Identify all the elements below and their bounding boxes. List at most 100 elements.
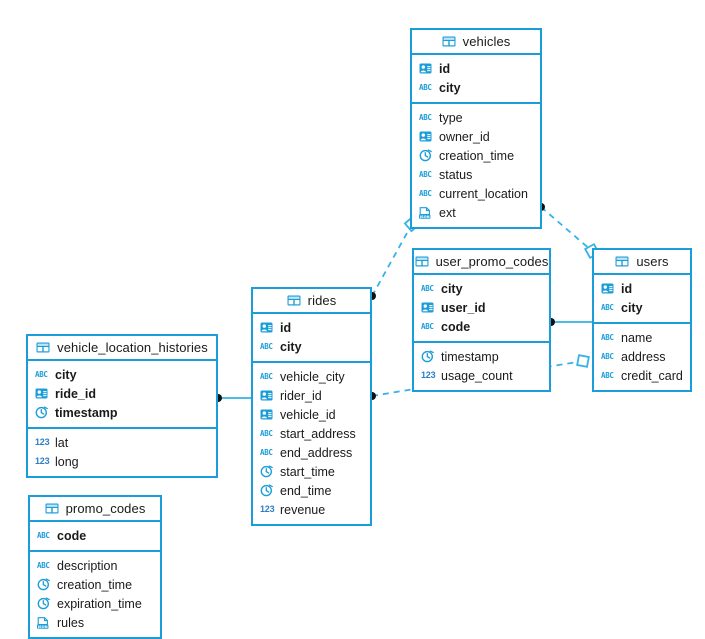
number-icon: 123 <box>35 456 50 466</box>
abc-icon: ABC <box>419 169 432 179</box>
column-row[interactable]: rider_id <box>253 386 370 405</box>
table-header-users[interactable]: users <box>594 250 690 275</box>
column-row[interactable]: owner_id <box>412 127 540 146</box>
column-name: end_time <box>280 483 332 498</box>
clock-icon <box>260 484 275 497</box>
column-row[interactable]: end_time <box>253 481 370 500</box>
column-row[interactable]: ABC city <box>412 78 540 97</box>
column-name: status <box>439 167 473 182</box>
column-name: rules <box>57 615 85 630</box>
column-name: usage_count <box>441 368 513 383</box>
table-icon <box>415 255 430 268</box>
abc-icon: ABC <box>260 341 273 351</box>
relationship-vehicle_location_histories-to-rides[interactable] <box>214 394 251 402</box>
column-row[interactable]: 123 lat <box>28 433 216 452</box>
table-header-user_promo_codes[interactable]: user_promo_codes <box>414 250 549 275</box>
column-name: current_location <box>439 186 528 201</box>
table-header-rides[interactable]: rides <box>253 289 370 314</box>
column-row[interactable]: creation_time <box>412 146 540 165</box>
column-name: ride_id <box>55 386 96 401</box>
column-row[interactable]: ABC status <box>412 165 540 184</box>
column-row[interactable]: timestamp <box>28 403 216 422</box>
json-icon: JSON <box>419 206 434 219</box>
column-row[interactable]: id <box>253 318 370 337</box>
table-icon <box>36 341 51 354</box>
column-name: code <box>441 319 471 334</box>
column-name: end_address <box>280 445 353 460</box>
clock-icon <box>260 465 275 478</box>
table-icon <box>45 502 60 515</box>
column-name: address <box>621 349 666 364</box>
column-row[interactable]: ride_id <box>28 384 216 403</box>
table-header-vehicles[interactable]: vehicles <box>412 30 540 55</box>
abc-icon: ABC <box>37 530 50 540</box>
abc-icon: ABC <box>421 283 434 293</box>
clock-icon <box>35 406 50 419</box>
table-header-vehicle_location_histories[interactable]: vehicle_location_histories <box>28 336 216 361</box>
column-row[interactable]: user_id <box>414 298 549 317</box>
relationship-user_promo_codes-to-users[interactable] <box>547 318 592 326</box>
id-icon <box>421 301 436 314</box>
column-name: description <box>57 558 118 573</box>
column-row[interactable]: JSON ext <box>412 203 540 222</box>
column-row[interactable]: expiration_time <box>30 594 160 613</box>
number-icon: 123 <box>35 437 50 447</box>
column-row[interactable]: start_time <box>253 462 370 481</box>
table-icon <box>287 294 302 307</box>
svg-text:JSON: JSON <box>419 215 430 219</box>
relationship-one-marker <box>576 354 590 368</box>
column-name: ext <box>439 205 456 220</box>
column-row[interactable]: id <box>594 279 690 298</box>
abc-icon: ABC <box>419 112 432 122</box>
table-icon <box>442 35 457 48</box>
column-row[interactable]: id <box>412 59 540 78</box>
abc-icon: ABC <box>419 82 432 92</box>
table-header-promo_codes[interactable]: promo_codes <box>30 497 160 522</box>
column-name: expiration_time <box>57 596 142 611</box>
table-title: promo_codes <box>65 501 146 516</box>
column-name: lat <box>55 435 69 450</box>
column-name: city <box>439 80 461 95</box>
column-row[interactable]: creation_time <box>30 575 160 594</box>
id-icon <box>601 282 616 295</box>
column-name: timestamp <box>55 405 118 420</box>
column-name: creation_time <box>57 577 133 592</box>
table-title: vehicle_location_histories <box>57 340 208 355</box>
column-row[interactable]: timestamp <box>414 347 549 366</box>
column-name: start_address <box>280 426 356 441</box>
column-row[interactable]: vehicle_id <box>253 405 370 424</box>
id-icon <box>260 321 275 334</box>
column-name: start_time <box>280 464 335 479</box>
